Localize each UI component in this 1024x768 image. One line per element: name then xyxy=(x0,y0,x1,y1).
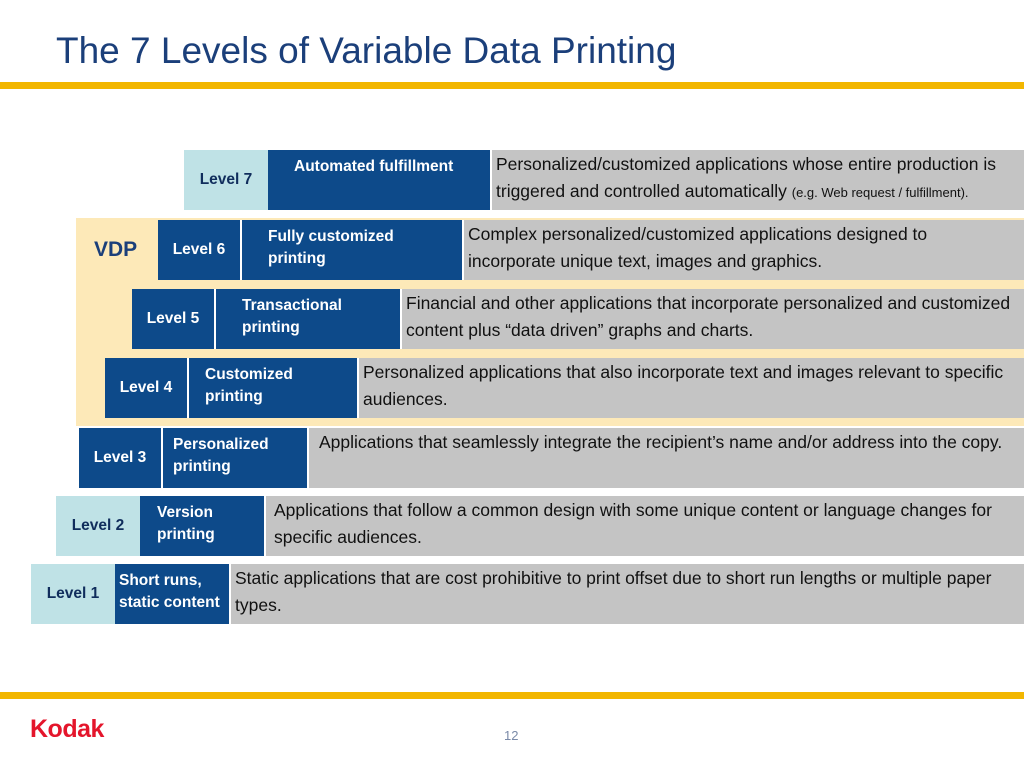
kodak-logo: Kodak xyxy=(30,715,104,743)
level-name: Short runs, static content xyxy=(115,564,231,624)
level-row-2: Level 2 Version printing Applications th… xyxy=(56,496,1024,556)
level-label: Level 2 xyxy=(56,496,140,556)
level-label: Level 6 xyxy=(158,220,242,280)
level-label: Level 3 xyxy=(79,428,163,488)
level-name: Personalized printing xyxy=(163,428,309,488)
level-row-4: Level 4 Customized printing Personalized… xyxy=(105,358,1024,418)
level-description: Personalized/customized applications who… xyxy=(492,150,1024,210)
level-name: Fully customized printing xyxy=(242,220,464,280)
level-row-1: Level 1 Short runs, static content Stati… xyxy=(31,564,1024,624)
level-description: Personalized applications that also inco… xyxy=(359,358,1024,418)
top-accent-bar xyxy=(0,82,1024,89)
level-row-6: Level 6 Fully customized printing Comple… xyxy=(158,220,1024,280)
level-row-7: Level 7 Automated fulfillment Personaliz… xyxy=(184,150,1024,210)
level-description-text: Personalized/customized applications who… xyxy=(496,154,996,201)
level-name: Customized printing xyxy=(189,358,359,418)
level-name: Transactional printing xyxy=(216,289,402,349)
level-description: Complex personalized/customized applicat… xyxy=(464,220,1024,280)
page-number: 12 xyxy=(504,728,519,743)
level-description-note: (e.g. Web request / fulfillment). xyxy=(791,185,969,200)
level-name: Automated fulfillment xyxy=(268,150,492,210)
bottom-accent-bar xyxy=(0,692,1024,699)
level-description: Static applications that are cost prohib… xyxy=(231,564,1024,624)
level-label: Level 5 xyxy=(132,289,216,349)
level-description: Applications that seamlessly integrate t… xyxy=(309,428,1024,488)
vdp-label: VDP xyxy=(94,238,138,261)
level-label: Level 1 xyxy=(31,564,115,624)
level-description: Financial and other applications that in… xyxy=(402,289,1024,349)
level-row-5: Level 5 Transactional printing Financial… xyxy=(132,289,1024,349)
level-label: Level 4 xyxy=(105,358,189,418)
level-row-3: Level 3 Personalized printing Applicatio… xyxy=(79,428,1024,488)
level-name: Version printing xyxy=(140,496,266,556)
slide-title: The 7 Levels of Variable Data Printing xyxy=(56,30,677,71)
level-description: Applications that follow a common design… xyxy=(266,496,1024,556)
level-label: Level 7 xyxy=(184,150,268,210)
